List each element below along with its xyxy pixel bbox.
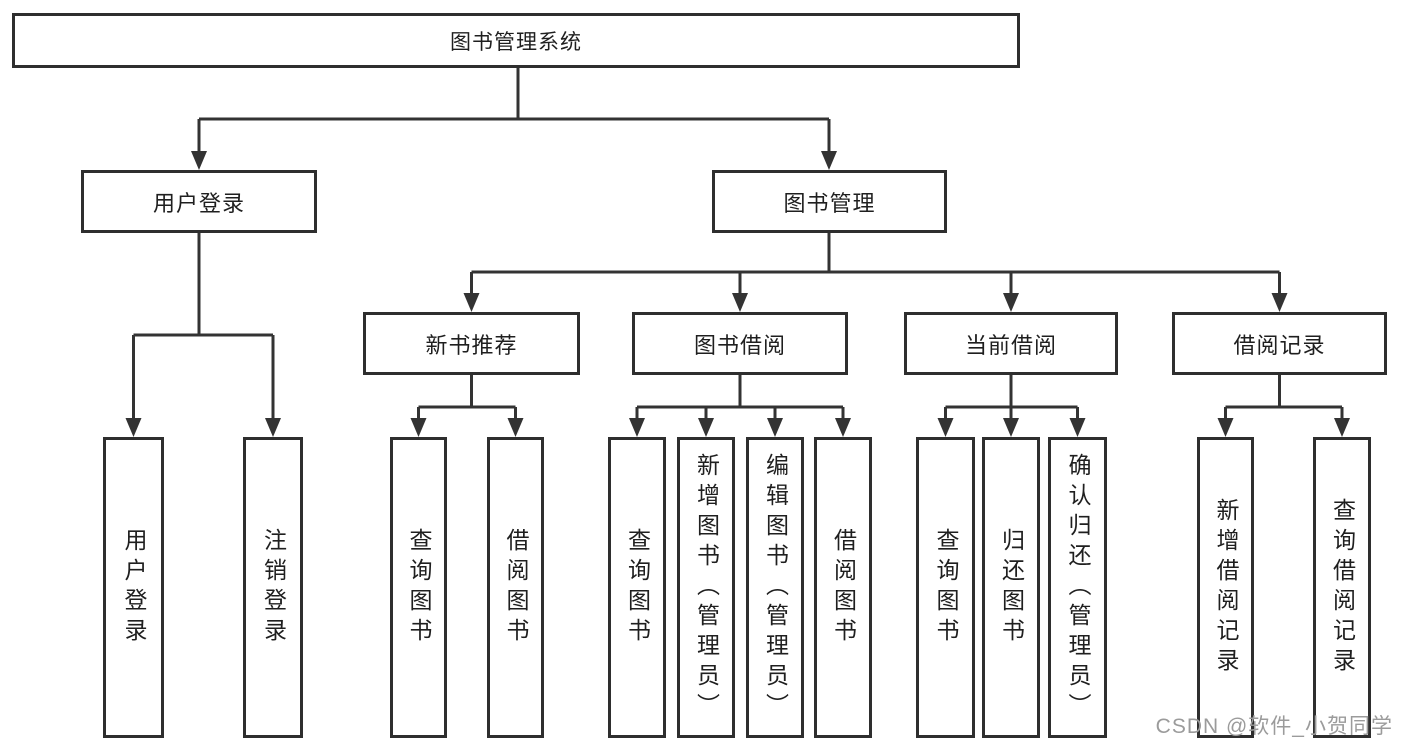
leaf-label: 归还图书 bbox=[998, 527, 1025, 648]
arrowhead-icon bbox=[1003, 418, 1019, 437]
leaf-add-books-admin: 新增图书（管理员） bbox=[677, 437, 735, 738]
tree-edges bbox=[132, 68, 1344, 423]
leaf-label: 借阅图书 bbox=[830, 527, 857, 648]
leaf-query-borrow-record: 查询借阅记录 bbox=[1313, 437, 1371, 738]
arrowhead-icon bbox=[835, 418, 851, 437]
node-label: 借阅记录 bbox=[1233, 332, 1326, 358]
arrowhead-icon bbox=[410, 418, 427, 437]
leaf-label: 查询图书 bbox=[406, 527, 432, 648]
leaf-confirm-return-admin: 确认归还（管理员） bbox=[1048, 437, 1107, 738]
arrowhead-icon bbox=[265, 418, 281, 437]
arrowhead-icon bbox=[125, 418, 142, 437]
arrowhead-icon bbox=[698, 418, 714, 437]
node-book-borrowing: 图书借阅 bbox=[632, 312, 848, 375]
leaf-query-books-borrowing: 查询图书 bbox=[608, 437, 666, 738]
leaf-edit-books-admin: 编辑图书（管理员） bbox=[746, 437, 804, 738]
leaf-label: 查询借阅记录 bbox=[1329, 497, 1356, 678]
leaf-label: 新增图书（管理员） bbox=[693, 452, 720, 723]
leaf-label: 查询图书 bbox=[933, 527, 959, 648]
node-label: 图书管理系统 bbox=[450, 30, 582, 54]
node-book-management: 图书管理 bbox=[712, 170, 947, 233]
leaf-logout: 注销登录 bbox=[243, 437, 303, 738]
arrowhead-icon bbox=[1334, 418, 1350, 437]
node-label: 当前借阅 bbox=[964, 332, 1057, 358]
arrowhead-icon bbox=[629, 418, 645, 437]
node-label: 用户登录 bbox=[152, 190, 245, 216]
node-library-system: 图书管理系统 bbox=[12, 13, 1020, 68]
node-label: 图书管理 bbox=[783, 190, 876, 216]
leaf-label: 新增借阅记录 bbox=[1213, 497, 1239, 678]
leaf-label: 查询图书 bbox=[624, 527, 651, 648]
csdn-watermark: CSDN @软件_小贺同学 bbox=[1155, 715, 1393, 738]
node-borrowing-records: 借阅记录 bbox=[1172, 312, 1387, 375]
leaf-label: 用户登录 bbox=[121, 527, 147, 648]
arrowhead-icon bbox=[1069, 418, 1086, 437]
arrowheads bbox=[125, 151, 1350, 437]
node-new-book-recommend: 新书推荐 bbox=[363, 312, 580, 375]
node-user-login: 用户登录 bbox=[81, 170, 317, 233]
arrowhead-icon bbox=[1003, 293, 1019, 312]
arrowhead-icon bbox=[191, 151, 207, 170]
leaf-label: 注销登录 bbox=[260, 527, 287, 648]
leaf-borrow-books-recommend: 借阅图书 bbox=[487, 437, 544, 738]
leaf-return-books: 归还图书 bbox=[982, 437, 1040, 738]
arrowhead-icon bbox=[507, 418, 524, 437]
node-label: 图书借阅 bbox=[693, 332, 786, 358]
leaf-query-books-current: 查询图书 bbox=[916, 437, 975, 738]
arrowhead-icon bbox=[821, 151, 837, 170]
leaf-user-login: 用户登录 bbox=[103, 437, 164, 738]
node-current-borrowing: 当前借阅 bbox=[904, 312, 1118, 375]
arrowhead-icon bbox=[1271, 293, 1288, 312]
node-label: 新书推荐 bbox=[425, 332, 518, 358]
arrowhead-icon bbox=[463, 293, 480, 312]
leaf-label: 借阅图书 bbox=[503, 527, 529, 648]
leaf-borrow-books-borrowing: 借阅图书 bbox=[814, 437, 872, 738]
leaf-label: 确认归还（管理员） bbox=[1065, 452, 1091, 723]
arrowhead-icon bbox=[937, 418, 954, 437]
leaf-query-books-recommend: 查询图书 bbox=[390, 437, 447, 738]
arrowhead-icon bbox=[767, 418, 783, 437]
leaf-label: 编辑图书（管理员） bbox=[762, 452, 789, 723]
leaf-add-borrow-record: 新增借阅记录 bbox=[1197, 437, 1254, 738]
arrowhead-icon bbox=[732, 293, 748, 312]
arrowhead-icon bbox=[1217, 418, 1234, 437]
